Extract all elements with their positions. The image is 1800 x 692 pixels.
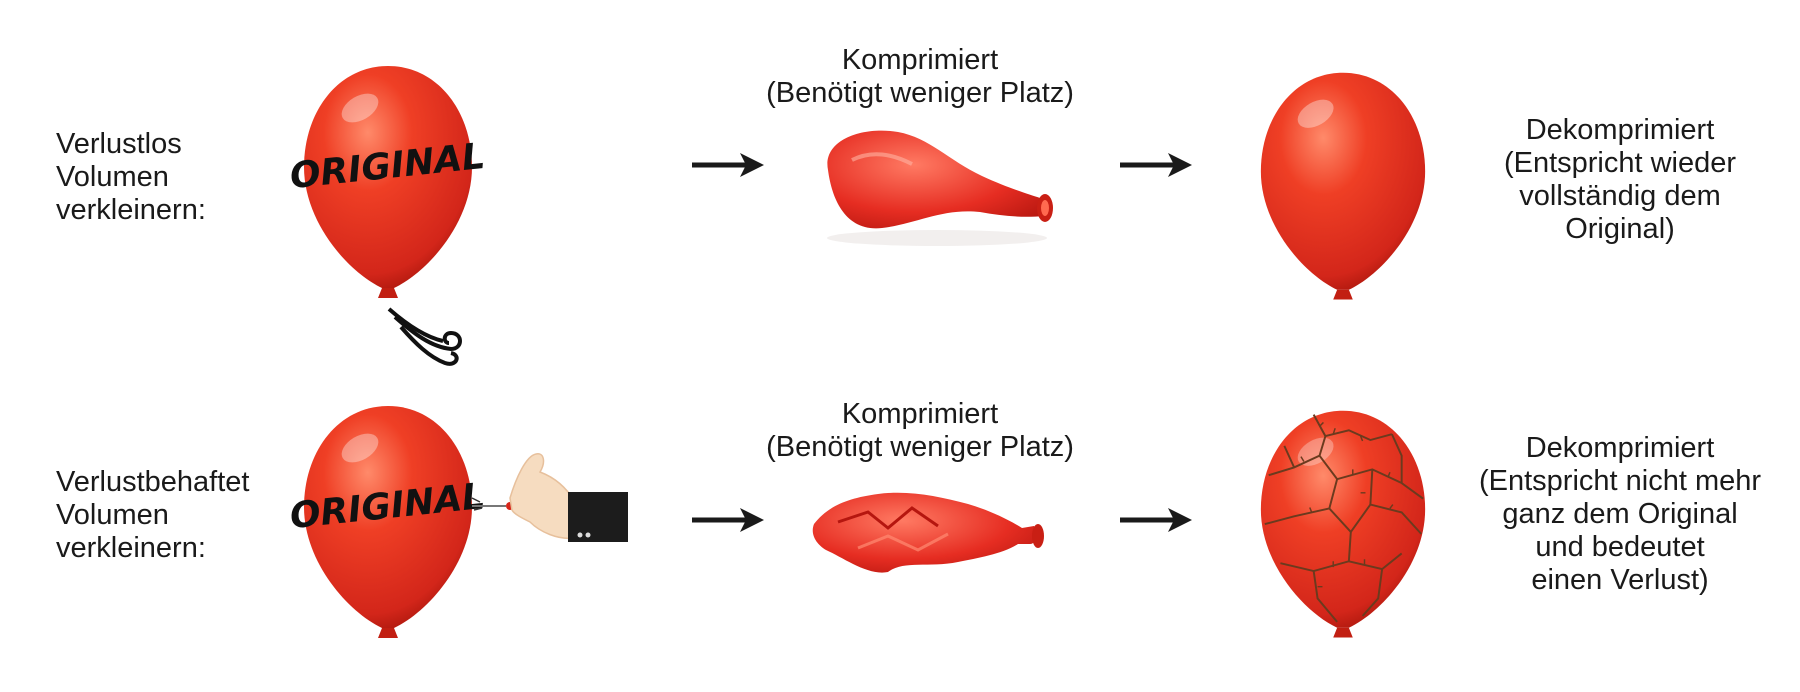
- row-label-lossy: Verlustbehaftet Volumen verkleinern:: [56, 466, 250, 564]
- arrow-right-icon: [1120, 153, 1192, 177]
- decompressed-caption-lossy: Dekomprimiert (Entspricht nicht mehr gan…: [1478, 432, 1762, 596]
- arrow-right-icon: [692, 153, 764, 177]
- cracked-balloon-icon: [1260, 410, 1426, 638]
- hand-with-needle-icon: [471, 453, 628, 542]
- crumpled-balloon-icon: [812, 492, 1044, 573]
- arrow-right-icon: [1120, 508, 1192, 532]
- decompressed-caption-lossless: Dekomprimiert (Entspricht wieder vollstä…: [1503, 114, 1737, 245]
- wind-icon: [387, 307, 462, 366]
- original-balloon-icon: ORIGINAL: [288, 406, 487, 638]
- compressed-caption-lossy: Komprimiert (Benötigt weniger Platz): [766, 398, 1074, 463]
- compressed-caption-lossless: Komprimiert (Benötigt weniger Platz): [766, 44, 1074, 109]
- deflated-balloon-icon: [827, 130, 1053, 246]
- original-balloon-icon: ORIGINAL: [288, 66, 487, 298]
- decompressed-balloon-icon: [1260, 72, 1426, 300]
- arrow-right-icon: [692, 508, 764, 532]
- row-label-lossless: Verlustlos Volumen verkleinern:: [56, 128, 206, 226]
